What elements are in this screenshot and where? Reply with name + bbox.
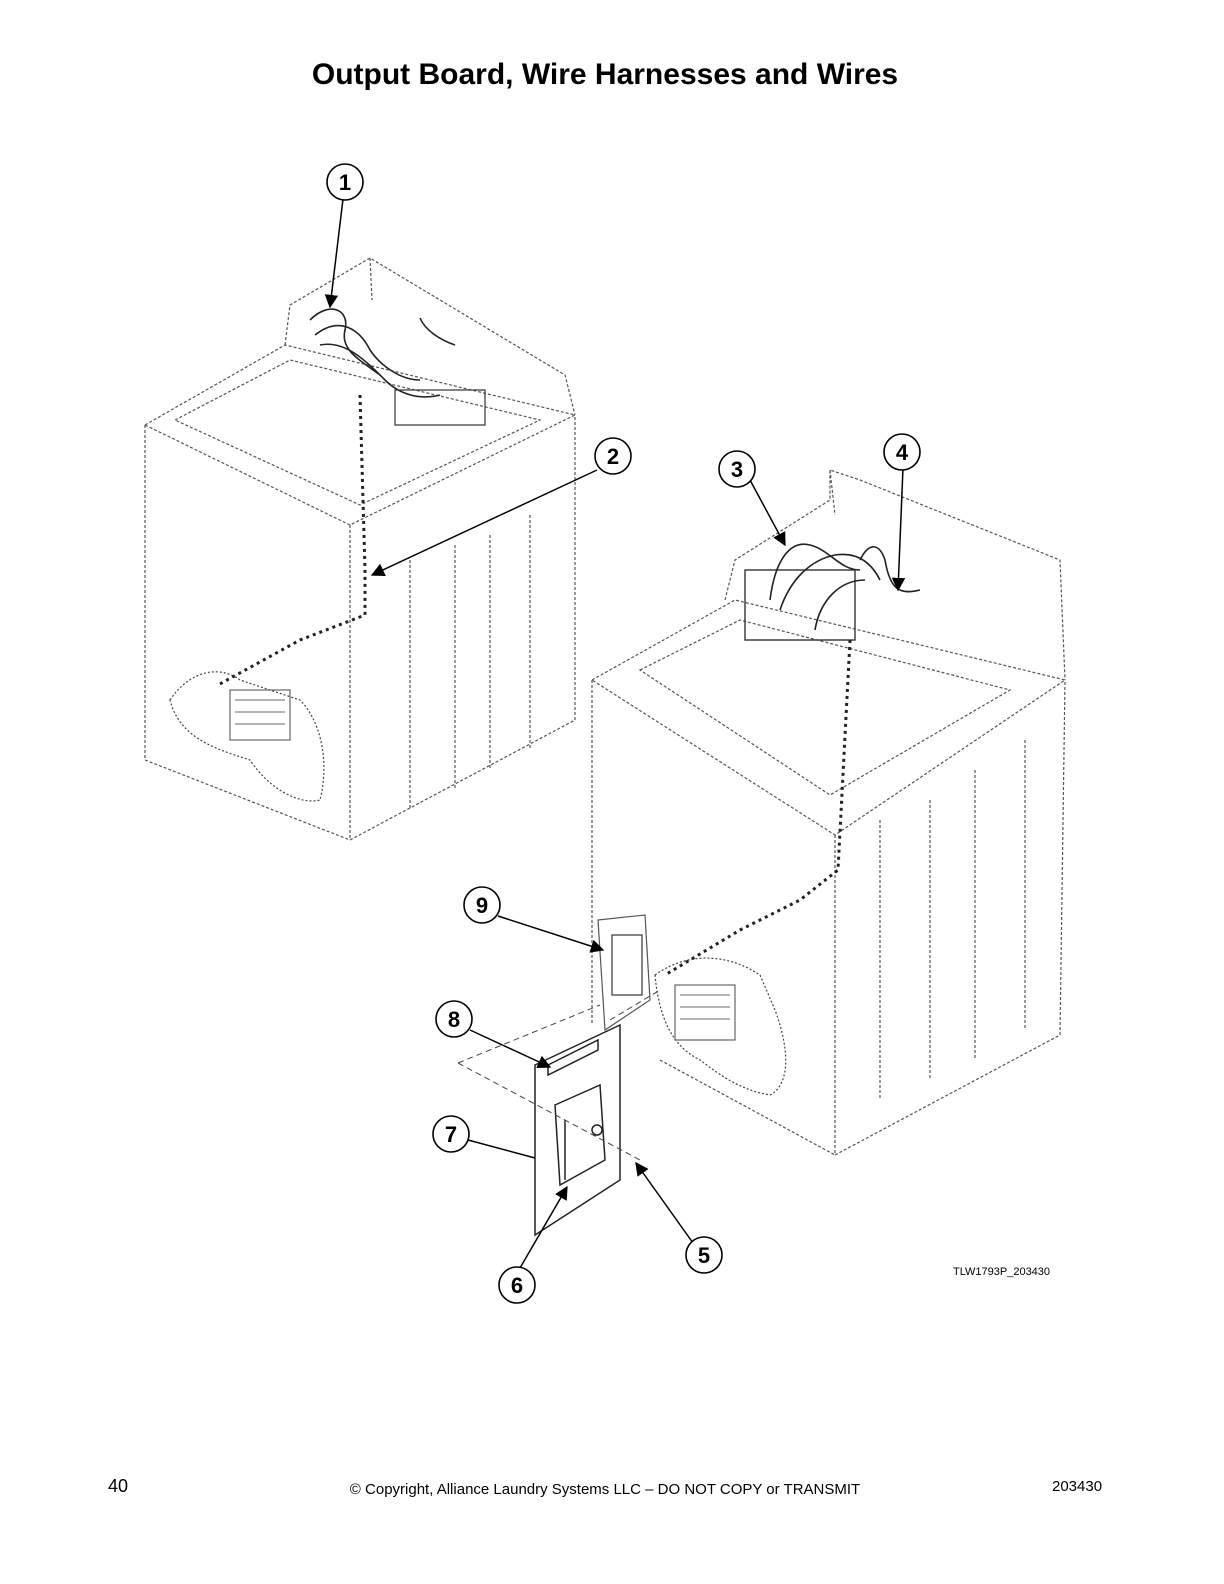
callout-number: 8 (448, 1007, 460, 1032)
document-number: 203430 (1052, 1478, 1103, 1495)
image-code: TLW1793P_203430 (953, 1266, 1051, 1278)
left-wire-route (217, 394, 367, 687)
callout-9: 9 (463, 886, 501, 924)
callout-leaders (324, 198, 906, 1269)
callout-number: 6 (511, 1273, 523, 1298)
right-washer-cutaway (597, 914, 787, 1096)
callout-number: 7 (445, 1122, 457, 1147)
callout-2: 2 (594, 437, 632, 475)
callout-number: 5 (698, 1243, 710, 1268)
callout-7: 7 (432, 1115, 470, 1153)
right-console-harness (744, 543, 921, 641)
callout-4: 4 (883, 433, 921, 471)
left-washer (143, 257, 577, 841)
right-washer (590, 469, 1067, 1156)
callout-number: 2 (607, 444, 619, 469)
explode-guides (457, 989, 661, 1161)
page-number: 40 (108, 1476, 129, 1496)
page-title: Output Board, Wire Harnesses and Wires (311, 58, 899, 91)
left-washer-cutaway (169, 671, 325, 802)
left-console-harness (309, 308, 486, 426)
callout-6: 6 (498, 1266, 536, 1304)
callout-number: 4 (896, 440, 909, 465)
right-wire-route (664, 639, 852, 977)
output-board-assembly (534, 1023, 621, 1237)
callout-3: 3 (718, 450, 756, 488)
callout-5: 5 (685, 1236, 723, 1274)
callout-number: 3 (731, 457, 743, 482)
callout-number: 9 (476, 893, 488, 918)
callout-1: 1 (326, 163, 364, 201)
callout-number: 1 (339, 170, 351, 195)
copyright-notice: © Copyright, Alliance Laundry Systems LL… (349, 1481, 861, 1498)
callout-8: 8 (435, 1000, 473, 1038)
